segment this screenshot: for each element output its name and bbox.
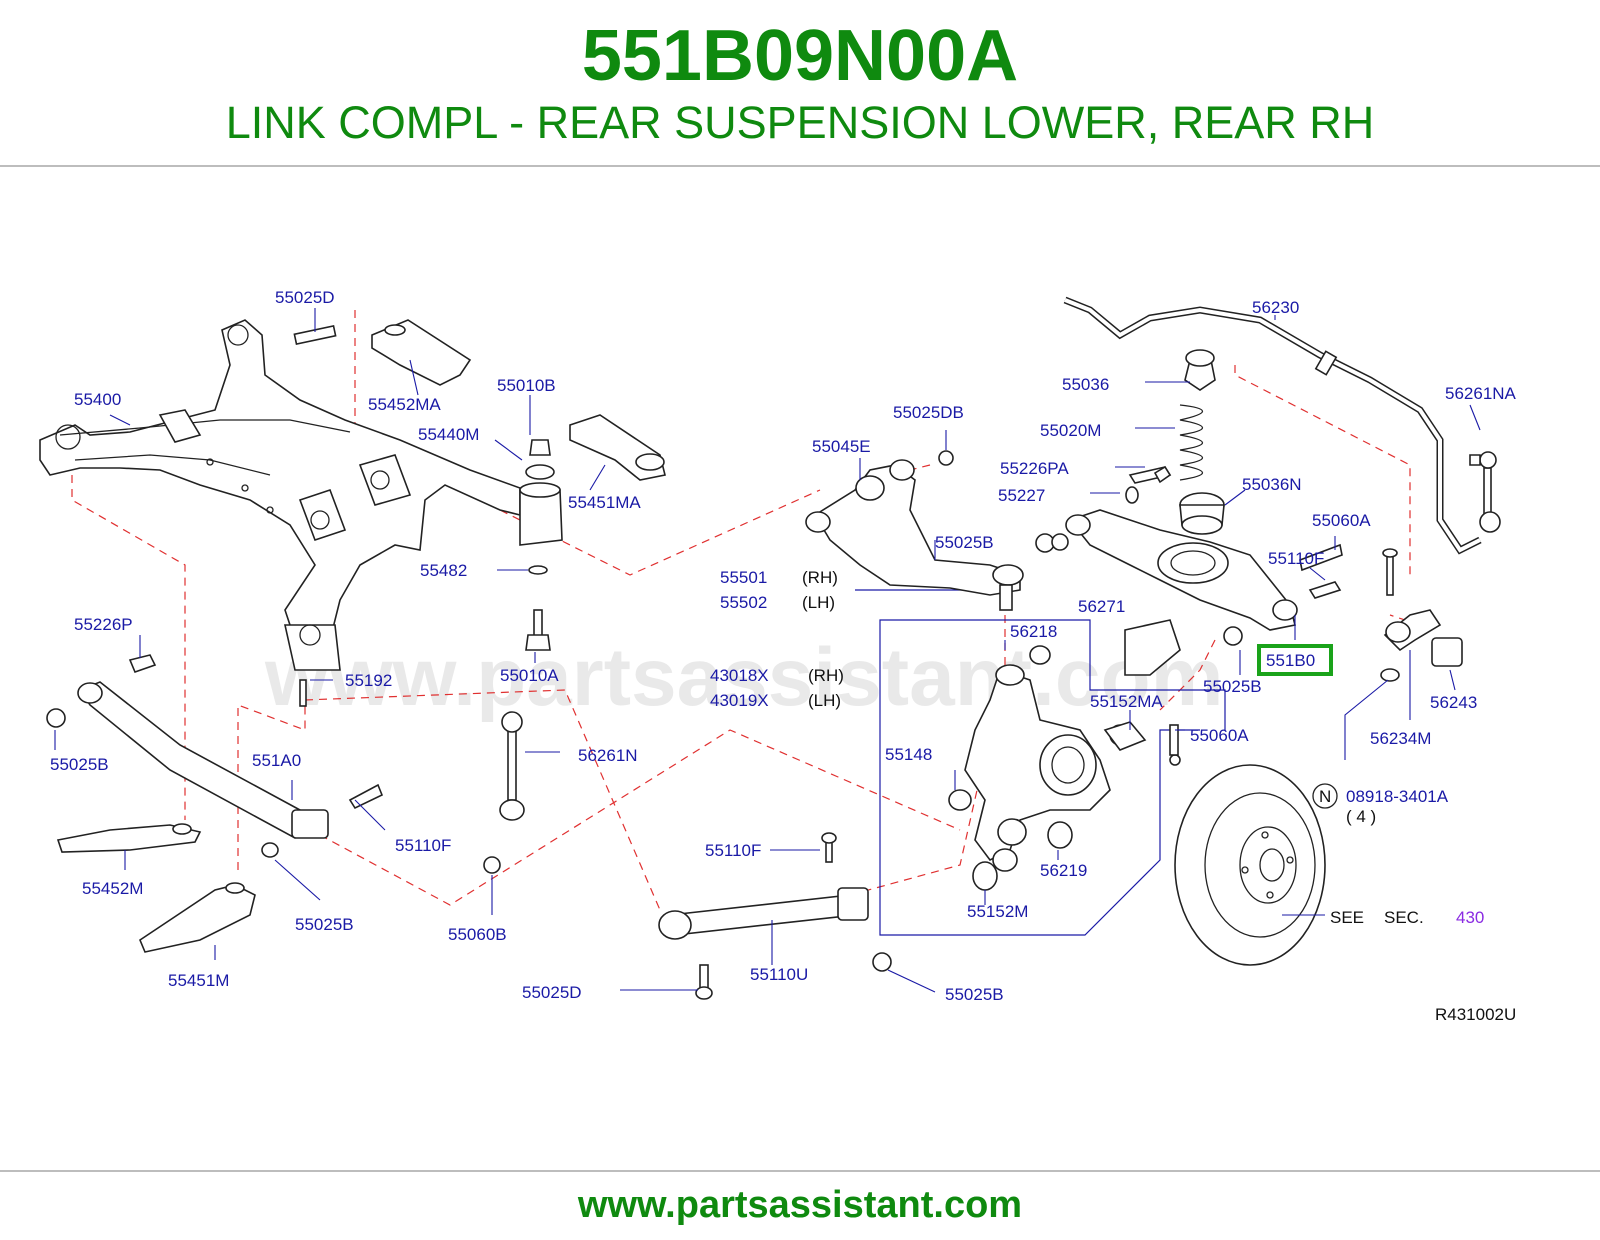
callout-55148[interactable]: 55148 — [885, 745, 932, 764]
upper-arm-55501-part — [805, 450, 1024, 611]
marker-rh-2: (RH) — [808, 666, 844, 685]
callout-55440m[interactable]: 55440M — [418, 425, 479, 444]
callout-labels: 55025D 55452MA 55400 55010B 55440M 55451… — [50, 288, 1517, 1024]
coil-spring-parts — [1179, 349, 1225, 535]
header-divider — [0, 165, 1600, 167]
callout-55110f-left[interactable]: 55110F — [395, 836, 451, 855]
callout-56271[interactable]: 56271 — [1078, 597, 1125, 616]
callout-55152ma[interactable]: 55152MA — [1090, 692, 1163, 711]
lower-arm-551b0-part — [1035, 466, 1342, 766]
lower-link-55110u-part — [658, 832, 892, 1000]
callout-55025b-arm[interactable]: 55025B — [935, 533, 994, 552]
callout-55501[interactable]: 55501 — [720, 568, 767, 587]
callout-55010a[interactable]: 55010A — [500, 666, 559, 685]
callout-55025b-bottom[interactable]: 55025B — [945, 985, 1004, 1004]
see-text: SEE — [1330, 908, 1364, 927]
callout-56234m[interactable]: 56234M — [1370, 729, 1431, 748]
highlight-box-551b0[interactable] — [1257, 644, 1333, 676]
callout-56261na[interactable]: 56261NA — [1445, 384, 1517, 403]
stabilizer-bar-56230-part — [1063, 296, 1482, 555]
callout-55451m[interactable]: 55451M — [168, 971, 229, 990]
misc-bolt-parts — [1051, 465, 1343, 572]
quantity-note: ( 4 ) — [1346, 807, 1376, 826]
upper-bracket-parts — [293, 319, 666, 481]
diagram-canvas: www.partsassistant.com — [39, 288, 1517, 1024]
callout-55010b[interactable]: 55010B — [497, 376, 556, 395]
crossmember-mount-parts — [519, 439, 563, 651]
callout-leader-lines — [54, 308, 1481, 993]
callout-55502[interactable]: 55502 — [720, 593, 767, 612]
callout-551b0[interactable]: 551B0 — [1266, 651, 1315, 670]
part-number-title: 551B09N00A — [581, 16, 1019, 96]
marker-lh-2: (LH) — [808, 691, 841, 710]
callout-55110f-bottom[interactable]: 55110F — [705, 841, 761, 860]
callout-55192[interactable]: 55192 — [345, 671, 392, 690]
callout-551a0[interactable]: 551A0 — [252, 751, 301, 770]
callout-55452m[interactable]: 55452M — [82, 879, 143, 898]
callout-55400[interactable]: 55400 — [74, 390, 121, 409]
callout-55227[interactable]: 55227 — [998, 486, 1045, 505]
callout-55060a-mid[interactable]: 55060A — [1190, 726, 1249, 745]
callout-55025b-right[interactable]: 55025B — [1203, 677, 1262, 696]
callout-55226pa[interactable]: 55226PA — [1000, 459, 1069, 478]
part-description: LINK COMPL - REAR SUSPENSION LOWER, REAR… — [225, 97, 1375, 148]
callout-55226p[interactable]: 55226P — [74, 615, 133, 634]
marker-rh-1: (RH) — [802, 568, 838, 587]
figure-code: R431002U — [1435, 1005, 1516, 1024]
callout-55036[interactable]: 55036 — [1062, 375, 1109, 394]
callout-55060a-top[interactable]: 55060A — [1312, 511, 1371, 530]
callout-55110u[interactable]: 55110U — [750, 965, 808, 984]
n-symbol-letter: N — [1319, 787, 1331, 806]
callout-56243[interactable]: 56243 — [1430, 693, 1477, 712]
section-430-link[interactable]: 430 — [1456, 908, 1484, 927]
callout-55020m[interactable]: 55020M — [1040, 421, 1101, 440]
brake-disc-part — [1174, 764, 1326, 966]
callout-56261n[interactable]: 56261N — [578, 746, 638, 765]
callout-55036n[interactable]: 55036N — [1242, 475, 1302, 494]
stabilizer-clamp-parts — [1380, 548, 1463, 682]
callout-08918-3401a[interactable]: 08918-3401A — [1346, 787, 1449, 806]
stabilizer-link-56261na-part — [1469, 451, 1501, 533]
watermark-text: www.partsassistant.com — [264, 632, 1224, 723]
callout-55045e[interactable]: 55045E — [812, 437, 871, 456]
callout-43019x[interactable]: 43019X — [710, 691, 769, 710]
rear-crossmember-part — [39, 319, 521, 671]
callout-55451ma[interactable]: 55451MA — [568, 493, 641, 512]
callout-56218[interactable]: 56218 — [1010, 622, 1057, 641]
stabilizer-link-56261n-part — [483, 711, 525, 874]
lower-link-551a0-part — [46, 654, 384, 953]
footer-website[interactable]: www.partsassistant.com — [577, 1184, 1023, 1226]
axle-knuckle-43018x-part — [948, 645, 1147, 891]
callout-55025d-top[interactable]: 55025D — [275, 288, 335, 307]
sec-text: SEC. — [1384, 908, 1424, 927]
callout-55025db[interactable]: 55025DB — [893, 403, 964, 422]
callout-56230[interactable]: 56230 — [1252, 298, 1299, 317]
callout-55452ma[interactable]: 55452MA — [368, 395, 441, 414]
callout-43018x[interactable]: 43018X — [710, 666, 769, 685]
n-symbol-circle — [1312, 783, 1338, 809]
callout-55482[interactable]: 55482 — [420, 561, 467, 580]
callout-56219[interactable]: 56219 — [1040, 861, 1087, 880]
page-header: 551B09N00A LINK COMPL - REAR SUSPENSION … — [0, 0, 1600, 168]
parts-diagram: www.partsassistant.com — [0, 170, 1600, 1175]
callout-55110f-right[interactable]: 55110F — [1268, 549, 1324, 568]
callout-55025b-left[interactable]: 55025B — [50, 755, 109, 774]
marker-lh-1: (LH) — [802, 593, 835, 612]
footer-divider — [0, 1170, 1600, 1172]
callout-55025b-midleft[interactable]: 55025B — [295, 915, 354, 934]
callout-55152m[interactable]: 55152M — [967, 902, 1028, 921]
callout-55025d-bottom[interactable]: 55025D — [522, 983, 582, 1002]
callout-55060b[interactable]: 55060B — [448, 925, 507, 944]
